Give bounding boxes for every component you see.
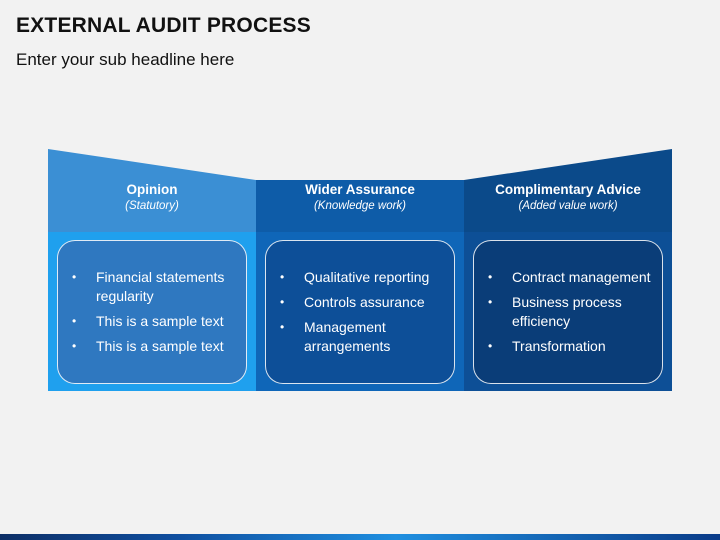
opinion-subtitle: (Statutory) (125, 200, 179, 212)
list-item: •Contract management (488, 269, 651, 285)
page-subtitle: Enter your sub headline here (16, 50, 235, 69)
bullet-icon: • (488, 339, 493, 353)
bullet-icon: • (280, 295, 285, 309)
wider-assurance-list: •Qualitative reporting •Controls assuran… (266, 268, 454, 362)
bullet-icon: • (488, 295, 493, 309)
opinion-card: •Financial statements regularity •This i… (57, 240, 247, 384)
list-item: •Management arrangements (280, 319, 391, 354)
wider-assurance-header-panel (256, 180, 464, 232)
bullet-icon: • (280, 270, 285, 284)
wider-assurance-subtitle: (Knowledge work) (313, 200, 407, 212)
advice-title: Complimentary Advice (495, 182, 641, 197)
opinion-title: Opinion (126, 182, 178, 197)
list-item: •This is a sample text (72, 338, 224, 354)
opinion-list: •Financial statements regularity •This i… (58, 268, 246, 362)
list-item: •This is a sample text (72, 313, 224, 329)
list-item: •Transformation (488, 338, 606, 354)
list-item: •Controls assurance (280, 294, 425, 310)
advice-heading: Complimentary Advice (Added value work) (464, 182, 672, 212)
bullet-icon: • (72, 314, 77, 328)
advice-subtitle: (Added value work) (518, 200, 618, 212)
wider-assurance-title: Wider Assurance (305, 182, 415, 197)
bullet-icon: • (280, 320, 285, 334)
advice-header-panel (464, 149, 672, 232)
list-item: •Financial statements regularity (72, 269, 225, 304)
page-title: EXTERNAL AUDIT PROCESS (16, 14, 311, 37)
footer-accent-bar (0, 534, 720, 540)
opinion-header-panel (48, 149, 256, 232)
bullet-icon: • (488, 270, 493, 284)
list-item: •Qualitative reporting (280, 269, 430, 285)
wider-assurance-heading: Wider Assurance (Knowledge work) (256, 182, 464, 212)
advice-card: •Contract management •Business process e… (473, 240, 663, 384)
bullet-icon: • (72, 339, 77, 353)
list-item: •Business process efficiency (488, 294, 622, 329)
wider-assurance-card: •Qualitative reporting •Controls assuran… (265, 240, 455, 384)
advice-list: •Contract management •Business process e… (474, 268, 662, 362)
opinion-heading: Opinion (Statutory) (48, 182, 256, 212)
bullet-icon: • (72, 270, 77, 284)
